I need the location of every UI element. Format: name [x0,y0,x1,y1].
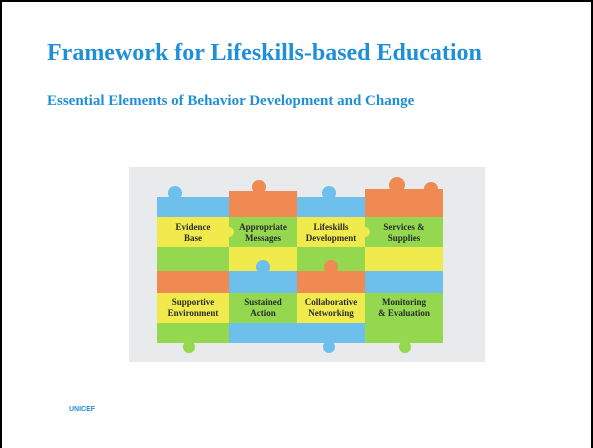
piece-label-supportive-environment-line2: Environment [168,308,219,318]
piece-label-supportive-environment-line1: Supportive [172,297,215,307]
piece-label-sustained-action-line1: Sustained [244,297,282,307]
puzzle-row-4 [157,260,443,293]
slide-subtitle: Essential Elements of Behavior Developme… [47,93,415,109]
piece-label-lifeskills-development-line1: Lifeskills [313,222,349,232]
puzzle-row-1 [157,177,443,225]
piece-label-monitoring-evaluation-line2: & Evaluation [378,308,430,318]
piece-label-lifeskills-development-line2: Development [306,233,357,243]
piece-label-evidence-base-line1: Evidence [176,222,211,232]
piece-label-collaborative-networking-line2: Networking [308,308,354,318]
puzzle-graphic: Evidence Base Appropriate Messages Lifes… [129,167,485,362]
puzzle-row-6 [157,323,443,353]
piece-label-collaborative-networking-line1: Collaborative [305,297,358,307]
piece-label-monitoring-evaluation-line1: Monitoring [382,297,426,307]
piece-label-services-supplies-line1: Services & [383,222,425,232]
puzzle-row-3 [157,247,443,277]
piece-label-evidence-base-line2: Base [184,233,202,243]
footer-source: UNICEF [69,406,96,413]
puzzle-row-5 [157,293,443,323]
piece-label-sustained-action-line2: Action [250,308,276,318]
slide-title: Framework for Lifeskills-based Education [47,40,482,66]
piece-label-services-supplies-line2: Supplies [388,233,421,243]
piece-label-appropriate-messages-line2: Messages [245,233,281,243]
puzzle-image: Evidence Base Appropriate Messages Lifes… [129,167,485,362]
puzzle-row-2 [157,217,443,247]
piece-label-appropriate-messages-line1: Appropriate [239,222,287,232]
